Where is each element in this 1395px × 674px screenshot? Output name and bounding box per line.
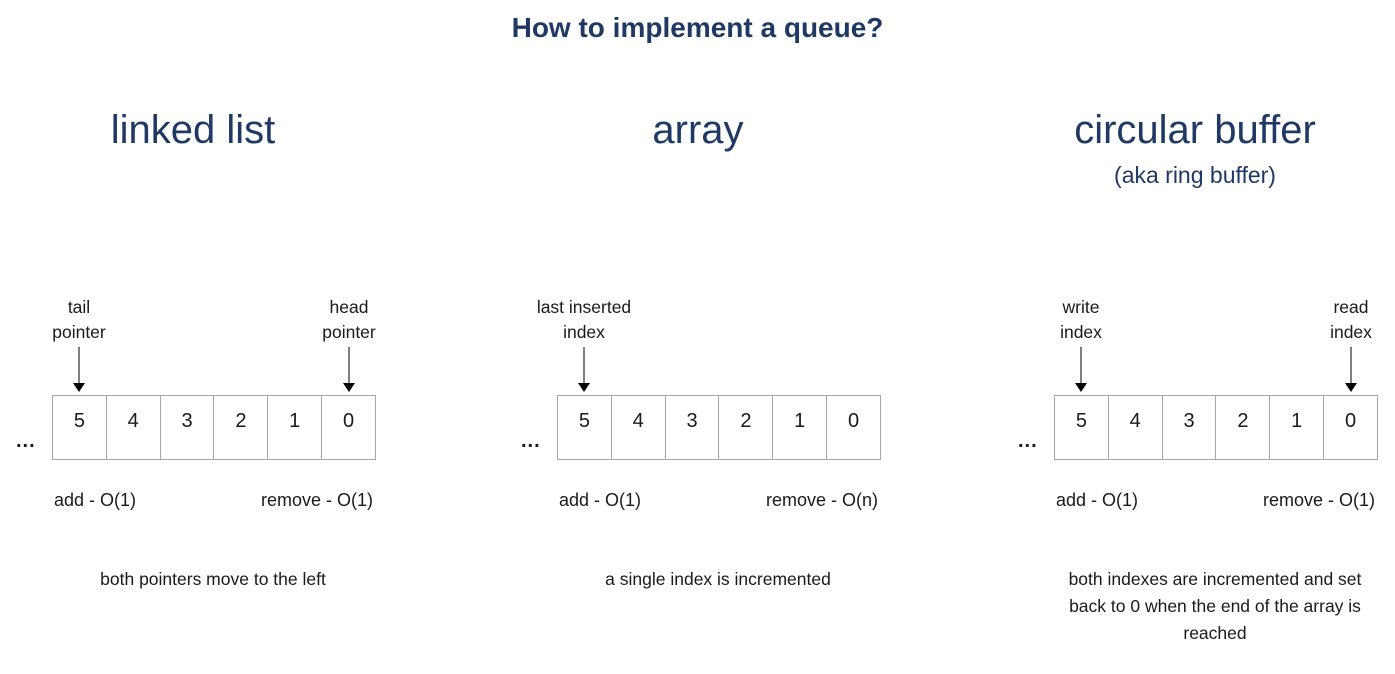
ellipsis: ... bbox=[16, 430, 36, 452]
remove-complexity-label: remove - O(1) bbox=[260, 490, 374, 510]
label-line: index bbox=[1060, 322, 1102, 342]
array-cells: 5 4 3 2 1 0 bbox=[1054, 395, 1378, 460]
array-cell: 5 bbox=[53, 396, 107, 459]
last-inserted-index-label: last inserted index bbox=[514, 295, 654, 345]
column-description: both pointers move to the left bbox=[100, 569, 326, 589]
label-line: index bbox=[1330, 322, 1372, 342]
down-arrow-icon bbox=[1075, 347, 1087, 392]
array-cell: 4 bbox=[107, 396, 161, 459]
add-complexity-label: add - O(1) bbox=[1055, 490, 1139, 510]
head-pointer-label: head pointer bbox=[279, 295, 419, 345]
ellipsis: ... bbox=[1018, 430, 1038, 452]
column-heading: array bbox=[652, 108, 744, 152]
array-cells: 5 4 3 2 1 0 bbox=[557, 395, 881, 460]
array-cell: 3 bbox=[1163, 396, 1217, 459]
label-line: pointer bbox=[52, 322, 106, 342]
column-array: array last inserted index ... 5 4 3 2 1 … bbox=[515, 100, 881, 664]
label-line: index bbox=[563, 322, 605, 342]
down-arrow-icon bbox=[343, 347, 355, 392]
arrow-head bbox=[73, 383, 85, 392]
array-cell: 1 bbox=[268, 396, 323, 459]
label-line: tail bbox=[67, 297, 91, 317]
remove-complexity-label: remove - O(1) bbox=[1262, 490, 1376, 510]
arrow-head bbox=[343, 383, 355, 392]
arrow-shaft bbox=[583, 347, 585, 383]
add-complexity-label: add - O(1) bbox=[558, 490, 642, 510]
array-cell: 4 bbox=[612, 396, 666, 459]
array-cell: 3 bbox=[666, 396, 720, 459]
column-heading: circular buffer bbox=[1074, 108, 1316, 152]
arrow-head bbox=[1075, 383, 1087, 392]
array-cell: 2 bbox=[214, 396, 269, 459]
array-cell: 5 bbox=[558, 396, 612, 459]
array-cell: 0 bbox=[1344, 410, 1357, 432]
down-arrow-icon bbox=[578, 347, 590, 392]
array-cell: 2 bbox=[1216, 396, 1271, 459]
array-cell: 0 bbox=[847, 410, 860, 432]
read-index-label: read index bbox=[1281, 295, 1395, 345]
write-index-label: write index bbox=[1011, 295, 1151, 345]
column-circular-buffer: circular buffer (aka ring buffer) write … bbox=[1012, 100, 1378, 664]
column-linked-list: linked list tail pointer head pointer ..… bbox=[10, 100, 376, 664]
array-cell: 2 bbox=[719, 396, 774, 459]
label-line: read bbox=[1333, 297, 1369, 317]
column-description: both indexes are incremented and set bac… bbox=[1068, 569, 1362, 643]
label-line: head bbox=[329, 297, 369, 317]
array-cell: 3 bbox=[161, 396, 215, 459]
array-cell: 5 bbox=[1055, 396, 1109, 459]
arrow-shaft bbox=[1080, 347, 1082, 383]
arrow-shaft bbox=[78, 347, 80, 383]
array-cell: 4 bbox=[1109, 396, 1163, 459]
array-cells: 5 4 3 2 1 0 bbox=[52, 395, 376, 460]
array-cell: 0 bbox=[342, 410, 355, 432]
remove-complexity-label: remove - O(n) bbox=[765, 490, 879, 510]
page-title: How to implement a queue? bbox=[511, 12, 884, 43]
down-arrow-icon bbox=[1345, 347, 1357, 392]
arrow-head bbox=[1345, 383, 1357, 392]
ellipsis: ... bbox=[521, 430, 541, 452]
arrow-shaft bbox=[1350, 347, 1352, 383]
label-line: last inserted bbox=[536, 297, 632, 317]
down-arrow-icon bbox=[73, 347, 85, 392]
arrow-head bbox=[578, 383, 590, 392]
array-cell: 1 bbox=[773, 396, 828, 459]
column-heading: linked list bbox=[110, 108, 276, 152]
column-description: a single index is incremented bbox=[605, 569, 831, 589]
tail-pointer-label: tail pointer bbox=[9, 295, 149, 345]
label-line: pointer bbox=[322, 322, 376, 342]
array-cell: 1 bbox=[1270, 396, 1325, 459]
label-line: write bbox=[1062, 297, 1100, 317]
add-complexity-label: add - O(1) bbox=[53, 490, 137, 510]
column-subheading: (aka ring buffer) bbox=[1114, 162, 1276, 188]
arrow-shaft bbox=[348, 347, 350, 383]
